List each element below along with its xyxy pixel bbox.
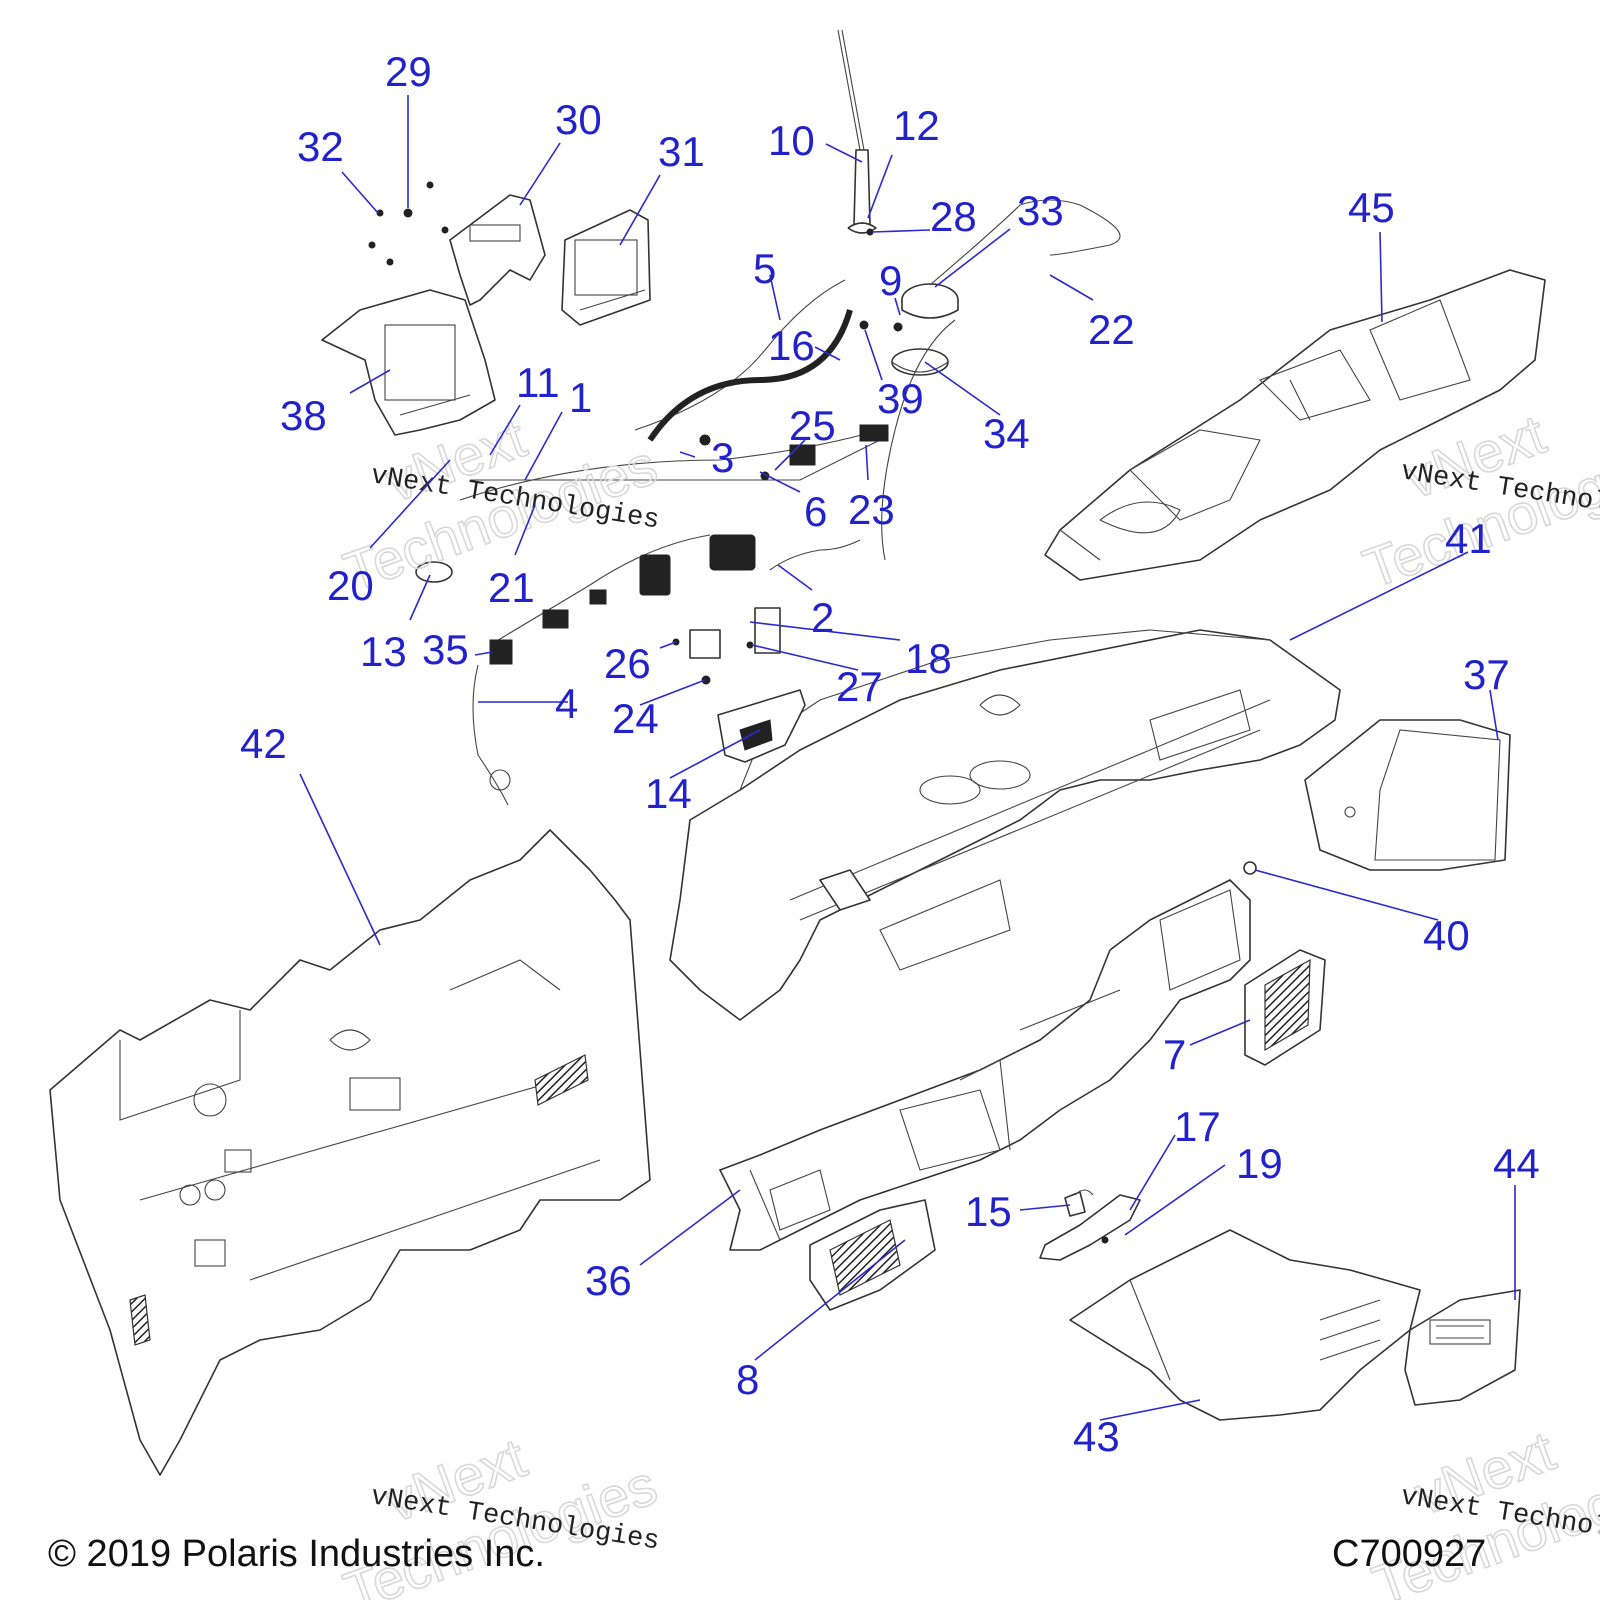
callout-4[interactable]: 4 — [555, 680, 578, 727]
callout-33[interactable]: 33 — [1017, 187, 1064, 234]
callout-14[interactable]: 14 — [645, 770, 692, 817]
callout-36[interactable]: 36 — [585, 1257, 632, 1304]
callout-10[interactable]: 10 — [768, 117, 815, 164]
callout-43[interactable]: 43 — [1073, 1413, 1120, 1460]
harness-cables — [459, 199, 1121, 806]
callout-19[interactable]: 19 — [1236, 1140, 1283, 1187]
copyright-text: © 2019 Polaris Industries Inc. — [48, 1533, 545, 1575]
callout-30[interactable]: 30 — [555, 96, 602, 143]
callout-26[interactable]: 26 — [604, 640, 651, 687]
upper-dash-45 — [1044, 269, 1546, 581]
callout-37[interactable]: 37 — [1463, 651, 1510, 698]
leader-lines — [299, 95, 1516, 1421]
callout-34[interactable]: 34 — [983, 410, 1030, 457]
bezel-44 — [1404, 1289, 1521, 1406]
callout-16[interactable]: 16 — [768, 322, 815, 369]
callout-38[interactable]: 38 — [280, 392, 327, 439]
callout-18[interactable]: 18 — [905, 635, 952, 682]
callout-22[interactable]: 22 — [1088, 306, 1135, 353]
callout-2[interactable]: 2 — [811, 594, 834, 641]
callout-5[interactable]: 5 — [753, 245, 776, 292]
callout-6[interactable]: 6 — [804, 488, 827, 535]
callout-15[interactable]: 15 — [965, 1188, 1012, 1235]
callout-28[interactable]: 28 — [930, 193, 977, 240]
callout-41[interactable]: 41 — [1445, 515, 1492, 562]
sensor-15 — [1064, 1189, 1094, 1217]
fasteners — [368, 181, 1257, 1244]
callout-8[interactable]: 8 — [736, 1356, 759, 1403]
callout-25[interactable]: 25 — [789, 402, 836, 449]
line-art — [49, 29, 1546, 1476]
display-31 — [561, 209, 651, 326]
tub-43 — [1069, 1229, 1421, 1421]
callout-21[interactable]: 21 — [488, 564, 535, 611]
callout-40[interactable]: 40 — [1423, 912, 1470, 959]
rear-panel-42 — [49, 829, 651, 1476]
gps-33 — [901, 283, 959, 319]
connectors — [415, 424, 889, 665]
callout-1[interactable]: 1 — [569, 374, 592, 421]
glovebox-37 — [1304, 719, 1511, 871]
speaker-8 — [809, 1199, 936, 1311]
callout-20[interactable]: 20 — [327, 562, 374, 609]
speaker-7 — [1244, 949, 1326, 1066]
callout-23[interactable]: 23 — [848, 486, 895, 533]
callout-24[interactable]: 24 — [612, 695, 659, 742]
callout-17[interactable]: 17 — [1174, 1103, 1221, 1150]
callout-3[interactable]: 3 — [711, 434, 734, 481]
callout-45[interactable]: 45 — [1348, 184, 1395, 231]
housing-38 — [321, 289, 496, 436]
callout-7[interactable]: 7 — [1163, 1031, 1186, 1078]
callout-42[interactable]: 42 — [240, 720, 287, 767]
callout-39[interactable]: 39 — [877, 375, 924, 422]
lower-dash-36 — [719, 879, 1251, 1251]
bracket-14 — [717, 689, 806, 763]
callout-35[interactable]: 35 — [422, 626, 469, 673]
callout-32[interactable]: 32 — [297, 123, 344, 170]
callout-31[interactable]: 31 — [658, 128, 705, 175]
bracket-17 — [1039, 1194, 1141, 1261]
callout-9[interactable]: 9 — [879, 257, 902, 304]
callout-27[interactable]: 27 — [836, 663, 883, 710]
callout-12[interactable]: 12 — [893, 102, 940, 149]
figure-code: C700927 — [1332, 1533, 1486, 1575]
footer: © 2019 Polaris Industries Inc. C700927 — [48, 1533, 1486, 1575]
callout-labels: 1 2 3 4 5 6 7 8 9 10 11 12 13 14 15 16 1… — [240, 48, 1540, 1460]
callout-29[interactable]: 29 — [385, 48, 432, 95]
callout-11[interactable]: 11 — [516, 359, 560, 406]
bracket-30 — [449, 194, 546, 306]
callout-13[interactable]: 13 — [360, 628, 407, 675]
antenna-10 — [837, 29, 877, 234]
callout-44[interactable]: 44 — [1493, 1140, 1540, 1187]
